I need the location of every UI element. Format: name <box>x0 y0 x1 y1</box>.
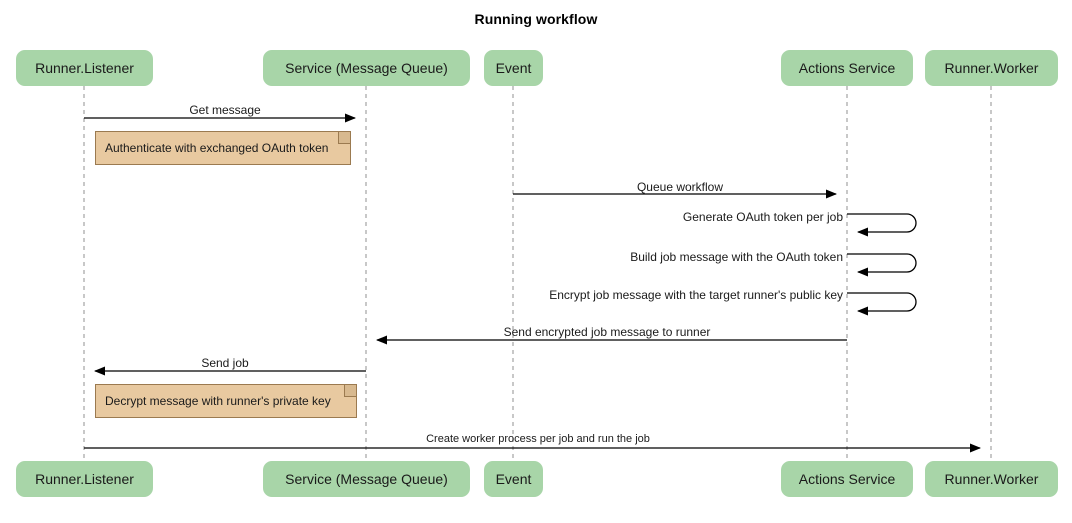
participant-runner-worker-bottom[interactable]: Runner.Worker <box>925 461 1058 497</box>
participant-event-top[interactable]: Event <box>484 50 543 86</box>
participant-label: Runner.Worker <box>944 471 1039 487</box>
participant-runner-worker-top[interactable]: Runner.Worker <box>925 50 1058 86</box>
participant-label: Event <box>495 471 532 487</box>
self-message-generate-oauth-token-per-job <box>847 213 917 237</box>
self-message-build-job-message-with-oauth-token <box>847 253 917 277</box>
participant-service-message-queue-bottom[interactable]: Service (Message Queue) <box>263 461 470 497</box>
message-label-get-message: Get message <box>189 103 261 117</box>
message-label-encrypt-job-message-public-key: Encrypt job message with the target runn… <box>549 288 843 302</box>
participant-label: Runner.Worker <box>944 60 1039 76</box>
message-label-send-job: Send job <box>201 356 249 370</box>
note-label: Authenticate with exchanged OAuth token <box>105 141 329 155</box>
participant-label: Runner.Listener <box>35 471 134 487</box>
message-label-build-job-message-with-oauth-token: Build job message with the OAuth token <box>630 250 843 264</box>
lifelines-group <box>83 86 992 461</box>
note-fold-corner-icon <box>338 132 350 144</box>
participant-service-message-queue-top[interactable]: Service (Message Queue) <box>263 50 470 86</box>
participant-label: Actions Service <box>798 60 896 76</box>
participant-label: Actions Service <box>798 471 896 487</box>
participant-runner-listener-bottom[interactable]: Runner.Listener <box>16 461 153 497</box>
message-label-send-encrypted-job-message-to-runner: Send encrypted job message to runner <box>503 325 711 339</box>
message-arrows-group <box>84 113 981 453</box>
note-authenticate-with-exchanged-oauth-token[interactable]: Authenticate with exchanged OAuth token <box>95 131 351 165</box>
note-fold-corner-icon <box>344 385 356 397</box>
participant-actions-service-top[interactable]: Actions Service <box>781 50 913 86</box>
participant-label: Runner.Listener <box>35 60 134 76</box>
message-label-queue-workflow: Queue workflow <box>636 180 724 194</box>
participant-event-bottom[interactable]: Event <box>484 461 543 497</box>
participant-label: Service (Message Queue) <box>285 471 448 487</box>
note-label: Decrypt message with runner's private ke… <box>105 394 331 408</box>
message-label-create-worker-process-per-job: Create worker process per job and run th… <box>426 433 650 445</box>
self-message-encrypt-job-message-public-key <box>847 292 917 316</box>
diagram-title: Running workflow <box>474 11 598 27</box>
participant-runner-listener-top[interactable]: Runner.Listener <box>16 50 153 86</box>
participant-actions-service-bottom[interactable]: Actions Service <box>781 461 913 497</box>
participant-label: Service (Message Queue) <box>285 60 448 76</box>
note-decrypt-message-with-runners-private-key[interactable]: Decrypt message with runner's private ke… <box>95 384 357 418</box>
participant-label: Event <box>495 60 532 76</box>
message-label-generate-oauth-token-per-job: Generate OAuth token per job <box>682 210 843 224</box>
